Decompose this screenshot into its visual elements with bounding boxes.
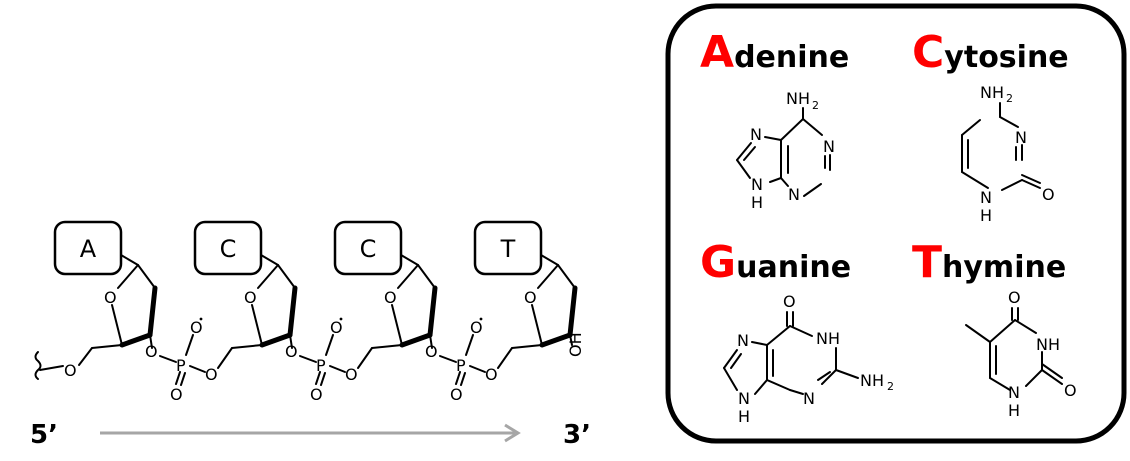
svg-text:N: N <box>737 331 749 350</box>
bond <box>39 365 64 371</box>
bridge-oxygen: O <box>485 365 498 384</box>
cytosine-label: Cytosine <box>912 27 1069 78</box>
svg-text:N: N <box>803 389 815 408</box>
oxygen-atom: O <box>64 361 77 380</box>
svg-text:H: H <box>1008 401 1020 420</box>
svg-text:N: N <box>1008 383 1020 402</box>
bridge-oxygen: O <box>205 365 218 384</box>
guanine-structure: O NH N N N H NH 2 <box>723 292 894 426</box>
svg-text:N: N <box>980 188 992 207</box>
svg-text:NH: NH <box>786 89 810 108</box>
bond <box>78 347 93 366</box>
arrow-right-icon <box>504 423 521 443</box>
base-letter: T <box>500 235 516 263</box>
base-letter: C <box>360 235 377 263</box>
base-letter: A <box>80 235 97 263</box>
svg-text:2: 2 <box>887 380 894 393</box>
svg-text:NH: NH <box>816 329 840 348</box>
phosphorus-atom: P <box>176 356 186 375</box>
ring-oxygen: O <box>524 288 537 307</box>
svg-text:O: O <box>1042 185 1055 204</box>
phosphate-oxygen: O <box>470 318 483 337</box>
svg-text:H: H <box>751 193 763 212</box>
adenine-label: Adenine <box>700 27 849 78</box>
guanine-label: Guanine <box>700 237 851 288</box>
bridge-oxygen: O <box>285 342 298 361</box>
charge-dot <box>199 317 203 321</box>
phosphate-oxygen: O <box>330 318 343 337</box>
bridge-oxygen: O <box>345 365 358 384</box>
svg-text:O: O <box>1064 381 1077 400</box>
svg-text:N: N <box>738 389 750 408</box>
svg-text:N: N <box>823 137 835 156</box>
svg-text:2: 2 <box>812 99 819 112</box>
svg-text:N: N <box>751 175 763 194</box>
svg-text:N: N <box>750 125 762 144</box>
phosphate-oxygen: O <box>170 385 183 404</box>
cytosine-structure: NH 2 N N H O <box>961 83 1055 225</box>
ring-oxygen: O <box>384 288 397 307</box>
nucleotide-unit: TO <box>473 220 578 349</box>
ring-oxygen: O <box>244 288 257 307</box>
svg-text:O: O <box>783 292 796 311</box>
wavy-bond-icon <box>34 351 42 380</box>
base-box <box>193 220 263 276</box>
adenine-structure: N N N N H NH 2 <box>736 89 835 212</box>
phosphate-oxygen: O <box>310 385 323 404</box>
thymine-label: Thymine <box>912 237 1066 288</box>
thymine-structure: O NH O N H <box>965 288 1077 420</box>
phosphate-oxygen: O <box>190 318 203 337</box>
svg-text:NH: NH <box>1036 335 1060 354</box>
svg-text:NH: NH <box>860 371 884 390</box>
nucleobase-legend: Adenine Cytosine Guanine Thymine <box>665 3 1127 444</box>
svg-text:N: N <box>788 185 800 204</box>
base-box <box>53 220 123 276</box>
svg-text:H: H <box>738 407 750 426</box>
base-letter: C <box>220 235 237 263</box>
charge-dot <box>339 317 343 321</box>
five-prime-label: 5’ <box>30 420 58 450</box>
svg-text:2: 2 <box>1006 92 1013 105</box>
charge-dot <box>479 317 483 321</box>
bridge-oxygen: O <box>145 342 158 361</box>
svg-text:N: N <box>1015 128 1027 147</box>
svg-text:O: O <box>1008 288 1021 307</box>
svg-text:H: H <box>980 206 992 225</box>
phosphorus-atom: P <box>456 356 466 375</box>
base-box <box>473 220 543 276</box>
bridge-oxygen: O <box>425 342 438 361</box>
svg-text:NH: NH <box>980 83 1004 102</box>
three-prime-label: 3’ <box>563 420 591 450</box>
base-box <box>333 220 403 276</box>
hydroxyl-group: OH <box>566 332 585 357</box>
phosphorus-atom: P <box>316 356 326 375</box>
phosphate-oxygen: O <box>450 385 463 404</box>
ring-oxygen: O <box>104 288 117 307</box>
